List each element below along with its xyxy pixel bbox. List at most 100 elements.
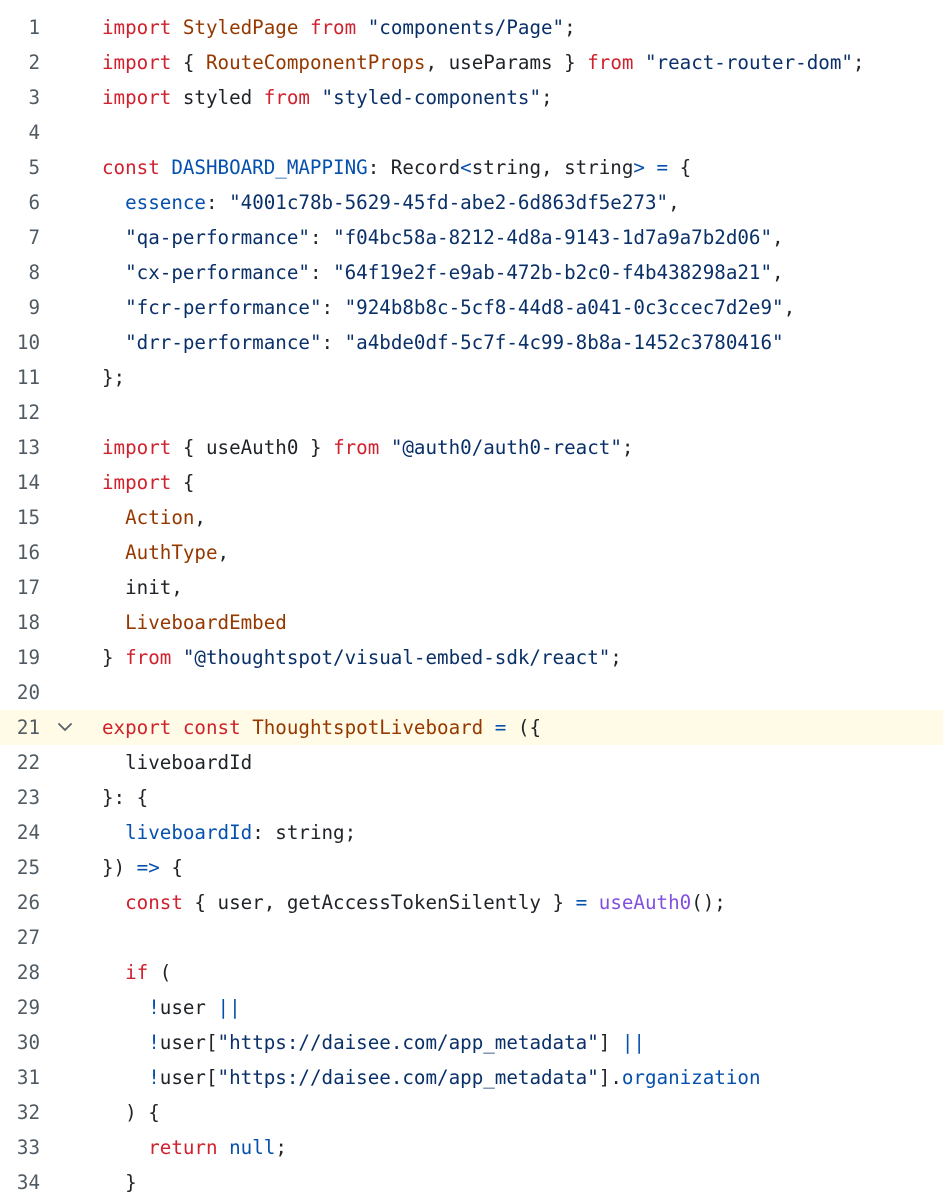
code-text: import { (102, 465, 194, 500)
code-token (102, 1136, 148, 1159)
code-line[interactable]: 8 "cx-performance": "64f19e2f-e9ab-472b-… (0, 255, 943, 290)
code-token: useAuth0 (598, 891, 692, 914)
code-line[interactable]: 19} from "@thoughtspot/visual-embed-sdk/… (0, 640, 943, 675)
code-line[interactable]: 15 Action, (0, 500, 943, 535)
code-text: essence: "4001c78b-5629-45fd-abe2-6d863d… (102, 185, 680, 220)
code-line[interactable]: 9 "fcr-performance": "924b8b8c-5cf8-44d8… (0, 290, 943, 325)
code-token: "f04bc58a-8212-4d8a-9143-1d7a9a7b2d06" (333, 226, 773, 249)
code-line[interactable]: 17 init, (0, 570, 943, 605)
code-line[interactable]: 32 ) { (0, 1095, 943, 1130)
code-line[interactable]: 10 "drr-performance": "a4bde0df-5c7f-4c9… (0, 325, 943, 360)
code-token: user[ (159, 1066, 218, 1089)
code-token: init, (102, 576, 183, 599)
line-number: 23 (16, 786, 40, 809)
code-token: ! (148, 1066, 160, 1089)
code-token: if (125, 961, 160, 984)
code-token: null (229, 1136, 276, 1159)
code-token: "react-router-dom" (644, 51, 853, 74)
code-token: string, string (471, 156, 634, 179)
code-text: "drr-performance": "a4bde0df-5c7f-4c99-8… (102, 325, 784, 360)
code-token: "a4bde0df-5c7f-4c99-8b8a-1452c3780416" (344, 331, 784, 354)
code-line[interactable]: 26 const { user, getAccessTokenSilently … (0, 885, 943, 920)
code-token: import (102, 16, 183, 39)
code-line[interactable]: 20 (0, 675, 943, 710)
code-token: RouteComponentProps (205, 51, 426, 74)
code-token: || (217, 996, 241, 1019)
code-token: , useParams } (425, 51, 588, 74)
code-line[interactable]: 34 } (0, 1165, 943, 1198)
code-token: ) { (102, 1101, 160, 1124)
code-token: : (321, 331, 345, 354)
code-line[interactable]: 4 (0, 115, 943, 150)
code-line[interactable]: 11}; (0, 360, 943, 395)
code-token: "@thoughtspot/visual-embed-sdk/react" (182, 646, 611, 669)
code-line[interactable]: 12 (0, 395, 943, 430)
code-token: from (263, 86, 322, 109)
code-token: { useAuth0 } (182, 436, 334, 459)
line-number: 1 (28, 16, 40, 39)
code-line[interactable]: 22 liveboardId (0, 745, 943, 780)
code-text: }; (102, 360, 125, 395)
code-line[interactable]: 21 export const ThoughtspotLiveboard = ({ (0, 710, 943, 745)
code-line[interactable]: 18 LiveboardEmbed (0, 605, 943, 640)
code-text: !user["https://daisee.com/app_metadata"]… (102, 1025, 645, 1060)
code-text: init, (102, 570, 183, 605)
code-token: "https://daisee.com/app_metadata" (217, 1031, 599, 1054)
code-text: "qa-performance": "f04bc58a-8212-4d8a-91… (102, 220, 784, 255)
code-text: return null; (102, 1130, 287, 1165)
code-line[interactable]: 33 return null; (0, 1130, 943, 1165)
code-line[interactable]: 16 AuthType, (0, 535, 943, 570)
code-token: => (136, 856, 160, 879)
code-line[interactable]: 29 !user || (0, 990, 943, 1025)
code-text: } (102, 1165, 137, 1198)
code-line[interactable]: 7 "qa-performance": "f04bc58a-8212-4d8a-… (0, 220, 943, 255)
line-number: 11 (16, 366, 40, 389)
code-line[interactable]: 6 essence: "4001c78b-5629-45fd-abe2-6d86… (0, 185, 943, 220)
code-token: , (772, 261, 784, 284)
line-number: 27 (16, 926, 40, 949)
code-text: const { user, getAccessTokenSilently } =… (102, 885, 726, 920)
code-token: }) (102, 856, 137, 879)
code-token: "styled-components" (321, 86, 542, 109)
code-token (102, 891, 125, 914)
code-text: "cx-performance": "64f19e2f-e9ab-472b-b2… (102, 255, 784, 290)
code-token: = (494, 716, 507, 739)
line-number: 9 (28, 296, 40, 319)
code-line[interactable]: 24 liveboardId: string; (0, 815, 943, 850)
code-text: liveboardId (102, 745, 252, 780)
code-line[interactable]: 23 }: { (0, 780, 943, 815)
code-token (102, 961, 125, 984)
code-line[interactable]: 27 (0, 920, 943, 955)
code-token: , (783, 296, 796, 319)
code-token: ; (621, 436, 634, 459)
code-token: "924b8b8c-5cf8-44d8-a041-0c3ccec7d2e9" (344, 296, 784, 319)
code-token: const (125, 891, 195, 914)
line-number: 22 (16, 751, 40, 774)
code-token: from (587, 51, 645, 74)
line-number: 21 (16, 716, 40, 739)
code-token: }; (102, 366, 126, 389)
line-number: 19 (16, 646, 40, 669)
line-number: 26 (16, 891, 40, 914)
line-number: 7 (28, 226, 40, 249)
code-text: export const ThoughtspotLiveboard = ({ (102, 710, 541, 745)
chevron-down-icon[interactable] (54, 710, 76, 745)
code-token: ; (852, 51, 865, 74)
code-token: } (102, 646, 126, 669)
code-line[interactable]: 25}) => { (0, 850, 943, 885)
code-token: }: { (102, 786, 149, 809)
code-line[interactable]: 30 !user["https://daisee.com/app_metadat… (0, 1025, 943, 1060)
code-token (102, 191, 125, 214)
code-token: AuthType (125, 541, 218, 564)
line-number: 33 (16, 1136, 40, 1159)
code-line[interactable]: 28 if ( (0, 955, 943, 990)
code-token: > = (633, 156, 669, 179)
code-line[interactable]: 31 !user["https://daisee.com/app_metadat… (0, 1060, 943, 1095)
